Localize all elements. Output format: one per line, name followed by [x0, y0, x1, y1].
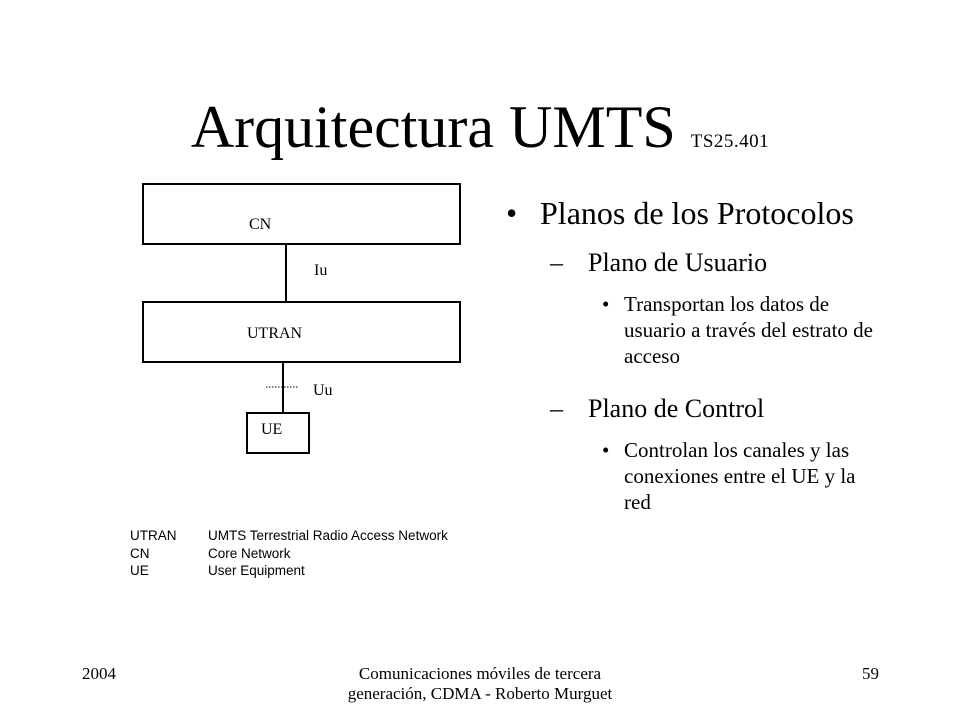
bullet-dot: •	[602, 292, 610, 316]
bullet-main: • Planos de los Protocolos	[500, 193, 900, 234]
uu-label: Uu	[313, 382, 333, 399]
utran-label: UTRAN	[247, 325, 303, 342]
footer-course-title: Comunicaciones móviles de tercera genera…	[347, 664, 613, 703]
title-main: Arquitectura UMTS	[190, 94, 676, 160]
footer-year: 2004	[82, 664, 116, 683]
bullet-dash: –	[550, 394, 563, 423]
bullet-user-plane: – Plano de Usuario	[500, 247, 900, 279]
utran-box	[142, 301, 461, 363]
bullet-list: • Planos de los Protocolos – Plano de Us…	[500, 193, 900, 515]
legend-full: User Equipment	[208, 563, 305, 578]
bullet-dot: •	[506, 195, 518, 231]
iu-label: Iu	[314, 262, 327, 279]
legend-row: CN Core Network	[130, 545, 448, 563]
bullet-dash: –	[550, 248, 563, 277]
bullet-control-plane: – Plano de Control	[500, 393, 900, 425]
control-plane-detail-text: Controlan los canales y las conexiones e…	[624, 438, 856, 514]
legend-row: UE User Equipment	[130, 562, 448, 580]
bullet-user-plane-detail: • Transportan los datos de usuario a tra…	[500, 291, 884, 369]
cn-label: CN	[249, 216, 272, 233]
abbreviation-legend: UTRAN UMTS Terrestrial Radio Access Netw…	[130, 527, 448, 580]
legend-abbr: UTRAN	[130, 528, 177, 543]
legend-full: UMTS Terrestrial Radio Access Network	[208, 528, 448, 543]
user-plane-detail-text: Transportan los datos de usuario a travé…	[624, 292, 873, 368]
cn-box	[142, 183, 461, 245]
legend-full: Core Network	[208, 545, 291, 561]
control-plane-label: Plano de Control	[588, 394, 765, 423]
bullet-dot: •	[602, 438, 610, 462]
legend-row: UTRAN UMTS Terrestrial Radio Access Netw…	[130, 527, 448, 545]
ue-box	[246, 412, 310, 454]
bullet-control-plane-detail: • Controlan los canales y las conexiones…	[500, 437, 884, 515]
bullet-main-text: Planos de los Protocolos	[540, 195, 854, 231]
legend-abbr: CN	[130, 545, 150, 561]
ue-label: UE	[261, 421, 282, 438]
legend-abbr: UE	[130, 563, 149, 578]
slide-title: Arquitectura UMTS TS25.401	[0, 92, 960, 177]
footer-page-number: 59	[862, 664, 879, 683]
title-reference: TS25.401	[690, 131, 770, 152]
user-plane-label: Plano de Usuario	[588, 248, 768, 277]
